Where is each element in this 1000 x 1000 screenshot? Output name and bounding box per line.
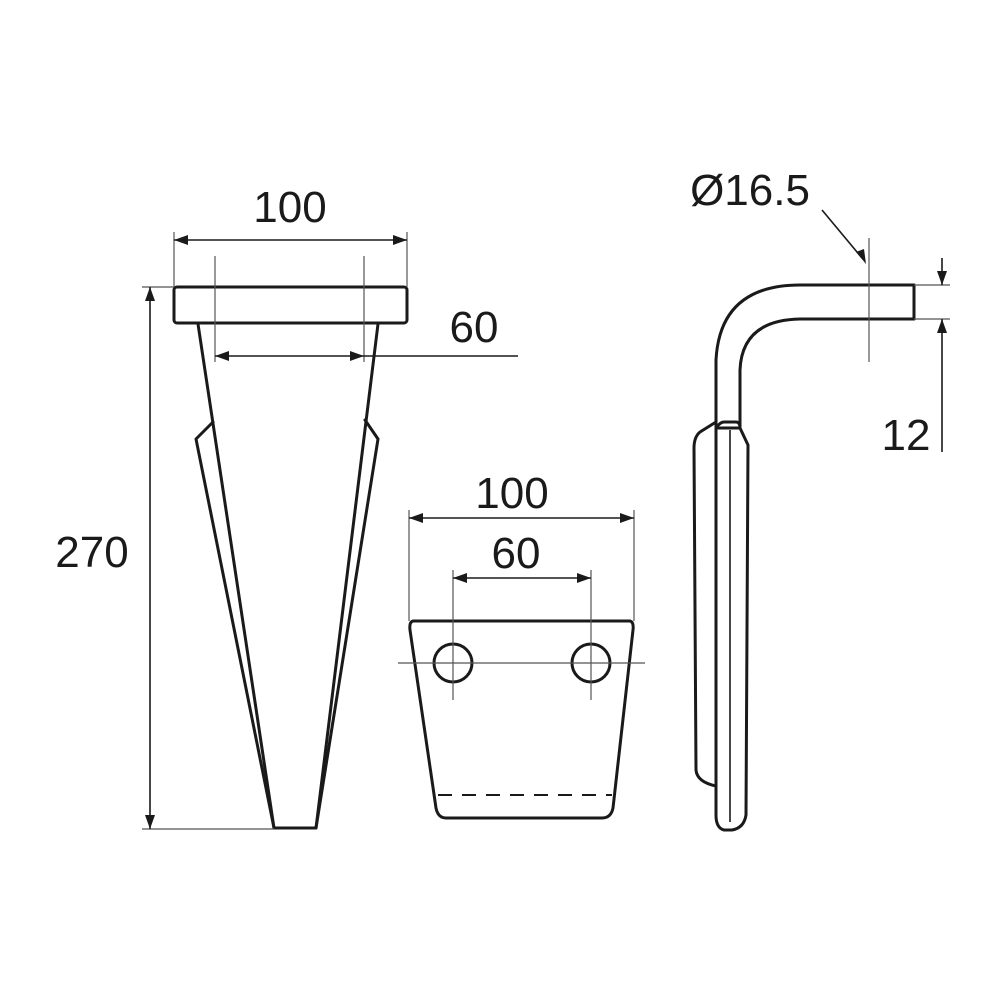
front-view: 100 60 270 <box>55 183 518 830</box>
front-hole-arrow-left <box>215 351 229 361</box>
front-length-label: 270 <box>55 528 128 577</box>
plate-width-label: 100 <box>475 469 548 518</box>
side-thickness-arrow-bottom <box>937 319 947 333</box>
front-width-arrow-left <box>174 235 188 245</box>
front-left-wing <box>194 420 276 830</box>
side-diameter-arrow <box>856 249 866 264</box>
plate-width-arrow-right <box>620 513 634 523</box>
plate-width-arrow-left <box>409 513 423 523</box>
plate-hole-arrow-right <box>577 573 591 583</box>
side-thickness-arrow-top <box>937 271 947 285</box>
side-bar-profile <box>714 283 916 430</box>
side-blade-lower <box>714 420 750 832</box>
front-width-label: 100 <box>253 183 326 232</box>
side-thickness-label: 12 <box>882 411 931 460</box>
front-length-arrow-bottom <box>145 815 155 829</box>
plate-hole-spacing-label: 60 <box>492 529 541 578</box>
front-blade-body <box>196 322 380 830</box>
front-length-arrow-top <box>145 287 155 301</box>
front-flange <box>172 285 409 325</box>
plate-view: 100 60 <box>398 469 645 820</box>
side-diameter-label: Ø16.5 <box>690 166 810 215</box>
front-width-arrow-right <box>393 235 407 245</box>
front-hole-spacing-label: 60 <box>450 303 499 352</box>
plate-outline <box>408 619 635 820</box>
side-view: Ø16.5 12 <box>690 166 950 832</box>
front-hole-arrow-right <box>350 351 364 361</box>
front-right-wing <box>314 418 380 830</box>
side-wing <box>692 420 718 788</box>
plate-hole-arrow-left <box>453 573 467 583</box>
side-diameter-leader <box>821 209 863 259</box>
